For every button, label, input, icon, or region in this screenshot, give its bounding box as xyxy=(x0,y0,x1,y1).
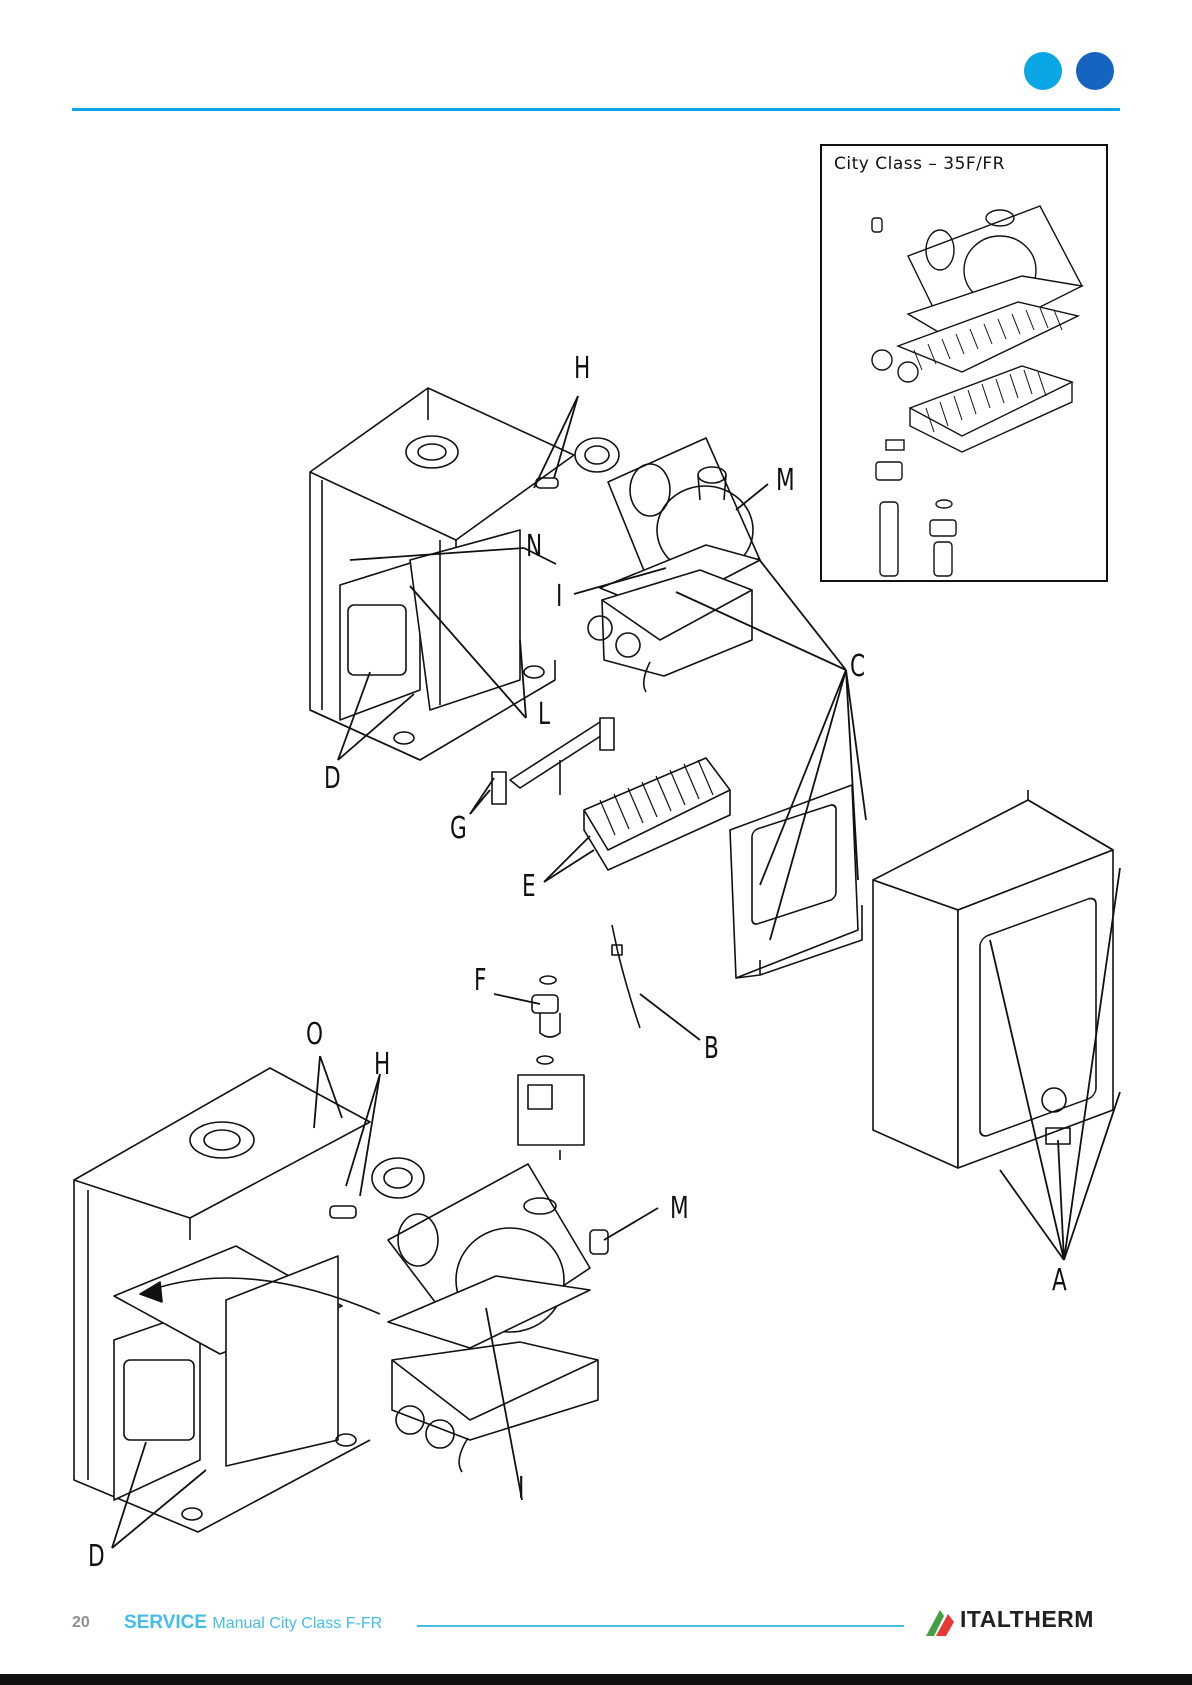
burner xyxy=(584,758,730,870)
outer-casing xyxy=(873,790,1113,1168)
callout-a: A xyxy=(1052,1266,1067,1296)
callout-b: B xyxy=(704,1034,719,1064)
footer-manual: Manual City Class F-FR xyxy=(212,1615,382,1632)
callout-f: F xyxy=(474,966,486,996)
flame-logo-icon xyxy=(920,1602,960,1642)
fan-assembly-top xyxy=(588,438,760,692)
callout-h-bottom: H xyxy=(374,1050,390,1080)
callout-d-bottom: D xyxy=(88,1542,105,1572)
callout-g: G xyxy=(450,814,467,844)
callout-e: E xyxy=(522,872,536,902)
gas-valve xyxy=(518,976,584,1160)
callout-m-top: M xyxy=(776,466,795,496)
electrode xyxy=(612,925,640,1028)
footer-title: SERVICE Manual City Class F-FR xyxy=(124,1612,382,1634)
bottom-strip xyxy=(0,1674,1192,1685)
footer-rule xyxy=(417,1625,904,1627)
lower-frame xyxy=(74,1068,380,1532)
callout-i-top: I xyxy=(556,582,562,612)
italtherm-logo: ITALTHERM xyxy=(920,1602,1120,1642)
callout-l: L xyxy=(538,700,550,730)
page-number: 20 xyxy=(72,1614,90,1632)
callout-i-bottom: I xyxy=(518,1474,524,1504)
gas-manifold xyxy=(492,718,614,804)
footer-service: SERVICE xyxy=(124,1612,207,1633)
logo-text: ITALTHERM xyxy=(960,1606,1094,1633)
upper-frame xyxy=(310,388,574,760)
callout-m-bottom: M xyxy=(670,1194,689,1224)
footer: 20 SERVICE Manual City Class F-FR ITALTH… xyxy=(72,1612,1120,1636)
callout-h-top: H xyxy=(574,354,590,384)
chamber-front-panel xyxy=(730,785,862,978)
callout-n: N xyxy=(526,532,542,562)
callout-o: O xyxy=(306,1020,323,1050)
callout-c: C xyxy=(850,652,865,682)
inset-diagram xyxy=(822,146,1106,580)
inset-35f-fr: City Class – 35F/FR xyxy=(820,144,1108,582)
pressure-switch-bottom xyxy=(330,1158,424,1218)
callout-d-top: D xyxy=(324,764,341,794)
fan-assembly-bottom xyxy=(388,1164,608,1472)
